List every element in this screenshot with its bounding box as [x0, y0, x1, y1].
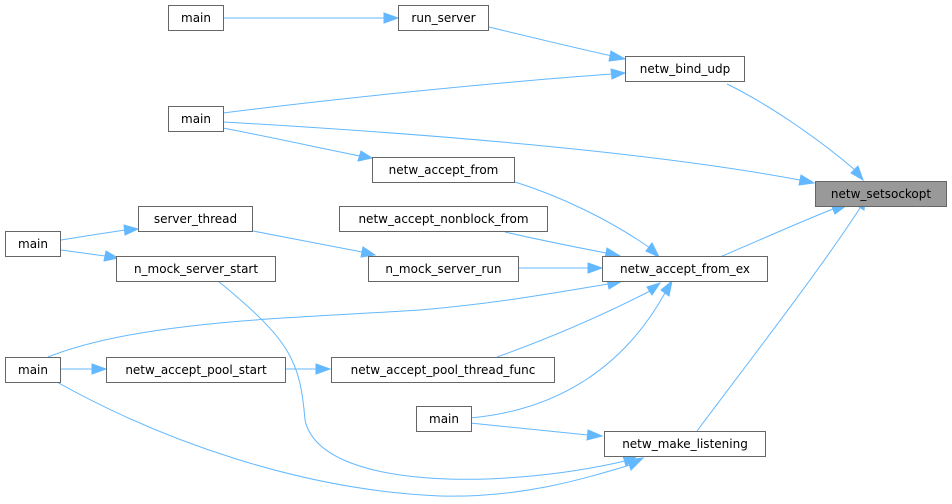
node-netw-accept-from-ex[interactable]: netw_accept_from_ex	[602, 256, 768, 282]
node-n-mock-server-run[interactable]: n_mock_server_run	[368, 256, 519, 282]
edge-main5-accept_from_ex	[469, 279, 673, 419]
node-label: run_server	[411, 11, 475, 25]
node-label: netw_accept_nonblock_from	[358, 212, 528, 226]
edge-make_listening-setsockopt	[696, 192, 867, 432]
node-label: netw_make_listening	[622, 437, 748, 451]
edge-server_thread-mock_server_run	[252, 230, 377, 258]
node-main-1[interactable]: main	[168, 5, 224, 31]
edge-run_server-bind_udp	[488, 26, 627, 62]
node-main-3[interactable]: main	[5, 231, 61, 257]
node-netw-accept-nonblock-from[interactable]: netw_accept_nonblock_from	[339, 206, 548, 232]
edge-main2-setsockopt	[222, 121, 816, 186]
node-label: netw_bind_udp	[640, 62, 731, 76]
node-netw-accept-from[interactable]: netw_accept_from	[372, 157, 515, 183]
edge-mock_server_run-accept_from_ex	[518, 262, 604, 274]
node-netw-bind-udp[interactable]: netw_bind_udp	[625, 56, 745, 82]
nodes: netw_setsockopt netw_bind_udp run_server…	[5, 5, 947, 457]
node-main-4[interactable]: main	[5, 357, 61, 383]
edge-main3-server_thread	[60, 224, 140, 241]
node-netw-setsockopt[interactable]: netw_setsockopt	[815, 181, 947, 207]
edge-pool_thread_func-accept_from_ex	[496, 282, 662, 358]
edge-main3-mock_server_start	[60, 249, 120, 262]
edge-bind_udp-setsockopt	[726, 83, 864, 182]
node-netw-accept-pool-start[interactable]: netw_accept_pool_start	[106, 357, 286, 383]
edge-accept_from_ex-setsockopt	[719, 203, 849, 258]
node-run-server[interactable]: run_server	[398, 5, 489, 31]
edge-main4-make_listening	[54, 380, 645, 497]
node-netw-make-listening[interactable]: netw_make_listening	[604, 431, 766, 457]
node-label: n_mock_server_start	[134, 262, 258, 276]
edge-accept_nonblock_from-accept_from_ex	[504, 231, 622, 259]
edge-main2-bind_udp	[222, 68, 627, 114]
node-label: n_mock_server_run	[385, 262, 501, 276]
edges	[47, 12, 867, 497]
node-server-thread[interactable]: server_thread	[138, 206, 253, 232]
edge-pool_start-pool_thread_func	[285, 363, 332, 375]
node-label: main	[181, 11, 211, 25]
node-main-2[interactable]: main	[168, 106, 224, 132]
edge-main1-run_server	[223, 12, 400, 24]
node-netw-accept-pool-thread-func[interactable]: netw_accept_pool_thread_func	[331, 357, 555, 383]
node-label: server_thread	[154, 212, 237, 226]
node-label: main	[181, 112, 211, 126]
node-label: main	[18, 237, 48, 251]
edge-main2-accept_from	[222, 127, 374, 162]
node-label: netw_accept_from	[389, 163, 499, 177]
node-label: main	[18, 363, 48, 377]
node-main-5[interactable]: main	[416, 406, 472, 432]
edge-main4-pool_start	[61, 363, 108, 375]
edge-main4-accept_from_ex	[47, 278, 624, 358]
node-label: netw_accept_from_ex	[620, 262, 750, 276]
node-label: netw_accept_pool_thread_func	[351, 363, 536, 377]
node-label: main	[429, 412, 459, 426]
edge-accept_from-accept_from_ex	[514, 181, 661, 259]
node-label: netw_accept_pool_start	[125, 363, 267, 377]
node-label: netw_setsockopt	[831, 187, 932, 201]
edge-main5-make_listening	[469, 422, 604, 441]
node-n-mock-server-start[interactable]: n_mock_server_start	[116, 256, 276, 282]
